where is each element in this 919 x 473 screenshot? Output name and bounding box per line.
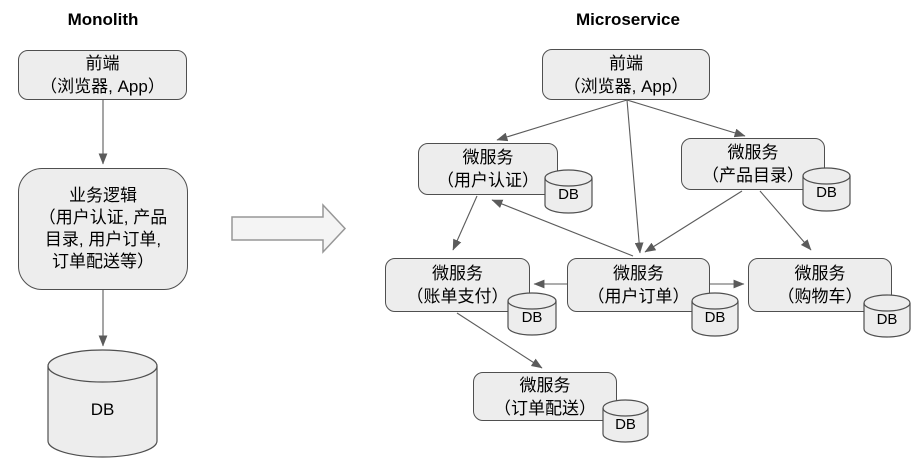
service-billing-box: 微服务 （账单支付） bbox=[385, 258, 530, 312]
microservice-frontend-line1: 前端 bbox=[609, 53, 643, 73]
service-cart-line1: 微服务 bbox=[794, 264, 846, 283]
service-order-box: 微服务 （用户订单） bbox=[567, 258, 710, 312]
db-label-order: DB bbox=[704, 309, 726, 326]
microservice-title: Microservice bbox=[576, 10, 680, 29]
edge-auth-to-billing bbox=[452, 195, 478, 251]
edge-order-to-auth bbox=[491, 199, 634, 257]
monolith-logic-box: 业务逻辑 （用户认证, 产品 目录, 用户订单, 订单配送等） bbox=[18, 168, 188, 290]
monolith-logic-line3: 目录, 用户订单, bbox=[44, 230, 162, 249]
edge-frontend-to-order bbox=[626, 99, 644, 254]
edge-frontend-to-auth bbox=[496, 99, 628, 142]
monolith-frontend-box: 前端 （浏览器, App） bbox=[18, 50, 187, 100]
service-cart-box: 微服务 （购物车） bbox=[748, 258, 892, 312]
service-catalog-box: 微服务 （产品目录） bbox=[681, 138, 825, 190]
service-auth-line2: （用户认证） bbox=[437, 171, 539, 190]
service-delivery-box: 微服务 （订单配送） bbox=[473, 372, 617, 421]
service-delivery-line2: （订单配送） bbox=[494, 398, 596, 418]
service-order-line2: （用户订单） bbox=[587, 287, 690, 306]
monolith-logic-line1: 业务逻辑 bbox=[69, 186, 137, 205]
monolith-logic-line2: （用户认证, 产品 bbox=[38, 208, 168, 227]
service-cart-line2: （购物车） bbox=[777, 287, 863, 306]
service-billing-line1: 微服务 bbox=[432, 264, 483, 283]
db-label-catalog: DB bbox=[816, 184, 837, 201]
monolith-frontend-line2: （浏览器, App） bbox=[40, 77, 165, 96]
monolith-frontend-line1: 前端 bbox=[85, 54, 120, 73]
service-catalog-line2: （产品目录） bbox=[702, 166, 804, 185]
monolith-title: Monolith bbox=[67, 10, 139, 29]
db-label-billing: DB bbox=[521, 309, 543, 326]
monolith-logic-line4: 订单配送等） bbox=[52, 252, 154, 271]
service-order-line1: 微服务 bbox=[613, 264, 664, 283]
microservice-frontend-box: 前端 （浏览器, App） bbox=[542, 49, 710, 100]
service-auth-line1: 微服务 bbox=[462, 148, 514, 167]
db-label-delivery: DB bbox=[615, 416, 636, 433]
service-auth-box: 微服务 （用户认证） bbox=[418, 143, 558, 195]
edge-catalog-to-order bbox=[644, 190, 743, 253]
edge-frontend-to-catalog bbox=[626, 99, 746, 138]
microservice-frontend-line2: （浏览器, App） bbox=[563, 76, 689, 96]
service-billing-line2: （账单支付） bbox=[406, 287, 509, 306]
db-label-monolith: DB bbox=[90, 400, 115, 419]
service-delivery-line1: 微服务 bbox=[519, 375, 571, 395]
db-label-cart: DB bbox=[876, 311, 898, 328]
service-catalog-line1: 微服务 bbox=[727, 143, 779, 162]
block-arrow-monolith-to-microservice bbox=[231, 203, 347, 254]
db-label-auth: DB bbox=[558, 186, 579, 203]
